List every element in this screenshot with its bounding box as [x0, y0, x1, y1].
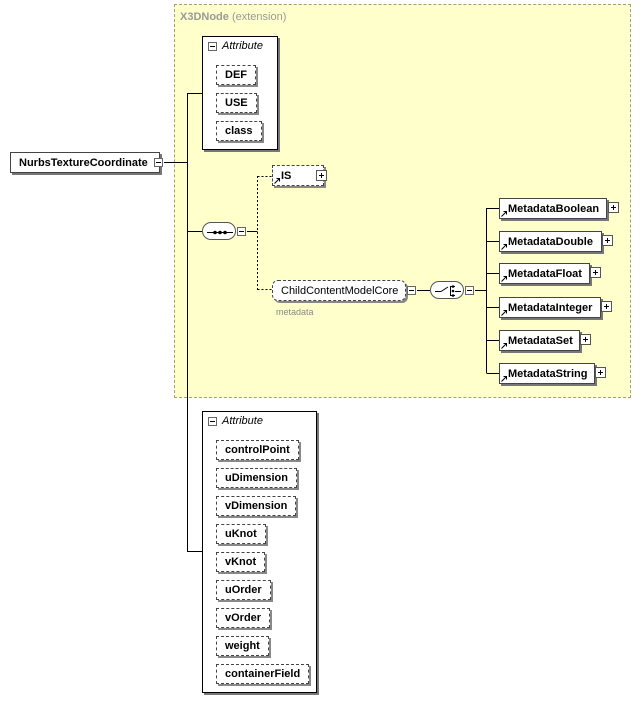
attribute-vknot[interactable]: vKnot	[216, 552, 266, 572]
attribute-def[interactable]: DEF	[216, 65, 256, 85]
reference-arrow-icon	[501, 244, 507, 250]
root-element-label: NurbsTextureCoordinate	[19, 157, 148, 169]
metadata-float-label: MetadataFloat	[508, 268, 582, 280]
attribute-containerfield[interactable]: containerField	[216, 664, 310, 684]
extension-suffix: (extension)	[228, 11, 287, 23]
metadata-float-element[interactable]: MetadataFloat	[499, 263, 590, 284]
metadata-string-label: MetadataString	[508, 368, 588, 380]
sequence-icon	[207, 230, 233, 235]
attribute-uorder[interactable]: uOrder	[216, 580, 271, 600]
ext-attribute-title: Attribute	[222, 40, 263, 52]
reference-arrow-icon	[501, 343, 507, 349]
reference-arrow-icon	[501, 276, 507, 282]
metadata-integer-label: MetadataInteger	[508, 302, 593, 314]
attribute-controlpoint[interactable]: controlPoint	[216, 440, 299, 460]
metadata-string-element[interactable]: MetadataString	[499, 363, 595, 384]
metadata-float-expand-icon[interactable]	[590, 267, 601, 278]
child-content-group[interactable]: ChildContentModelCore	[272, 280, 406, 301]
group-note: metadata	[276, 307, 314, 317]
reference-arrow-icon	[501, 211, 507, 217]
extension-base: X3DNode	[180, 11, 229, 23]
extension-title: X3DNode (extension)	[180, 11, 286, 23]
choice-collapse-icon[interactable]	[465, 286, 474, 295]
metadata-string-expand-icon[interactable]	[595, 367, 606, 378]
choice-compositor	[430, 281, 464, 299]
metadata-boolean-label: MetadataBoolean	[508, 203, 600, 215]
metadata-integer-expand-icon[interactable]	[601, 301, 612, 312]
metadata-boolean-expand-icon[interactable]	[608, 202, 619, 213]
sequence-compositor	[202, 222, 236, 240]
sequence-collapse-icon[interactable]	[237, 227, 246, 236]
metadata-set-expand-icon[interactable]	[580, 334, 591, 345]
child-content-group-label: ChildContentModelCore	[281, 285, 399, 297]
metadata-double-label: MetadataDouble	[508, 236, 593, 248]
attribute-vdimension[interactable]: vDimension	[216, 496, 297, 516]
attribute-use[interactable]: USE	[216, 93, 257, 113]
root-element[interactable]: NurbsTextureCoordinate	[10, 152, 160, 173]
attribute-panel: Attribute controlPoint uDimension vDimen…	[202, 411, 317, 693]
reference-arrow-icon	[501, 310, 507, 316]
reference-arrow-icon	[501, 376, 507, 382]
attribute-uknot[interactable]: uKnot	[216, 524, 266, 544]
root-collapse-icon[interactable]	[154, 158, 163, 167]
group-collapse-icon[interactable]	[407, 286, 416, 295]
metadata-boolean-element[interactable]: MetadataBoolean	[499, 198, 607, 219]
attribute-vorder[interactable]: vOrder	[216, 608, 271, 628]
attribute-weight[interactable]: weight	[216, 636, 269, 656]
ext-attribute-panel: Attribute DEF USE class	[202, 36, 278, 150]
reference-arrow-icon	[274, 178, 280, 184]
is-expand-icon[interactable]	[316, 170, 327, 181]
is-element-label: IS	[281, 170, 292, 182]
attribute-panel-title: Attribute	[222, 415, 263, 427]
metadata-double-element[interactable]: MetadataDouble	[499, 231, 602, 252]
ext-attribute-collapse-icon[interactable]	[208, 42, 217, 51]
metadata-set-label: MetadataSet	[508, 335, 573, 347]
metadata-integer-element[interactable]: MetadataInteger	[499, 297, 601, 318]
metadata-set-element[interactable]: MetadataSet	[499, 330, 580, 351]
attribute-collapse-icon[interactable]	[208, 417, 217, 426]
metadata-double-expand-icon[interactable]	[602, 235, 613, 246]
attribute-udimension[interactable]: uDimension	[216, 468, 297, 488]
choice-icon	[435, 285, 461, 297]
attribute-class[interactable]: class	[216, 121, 262, 141]
